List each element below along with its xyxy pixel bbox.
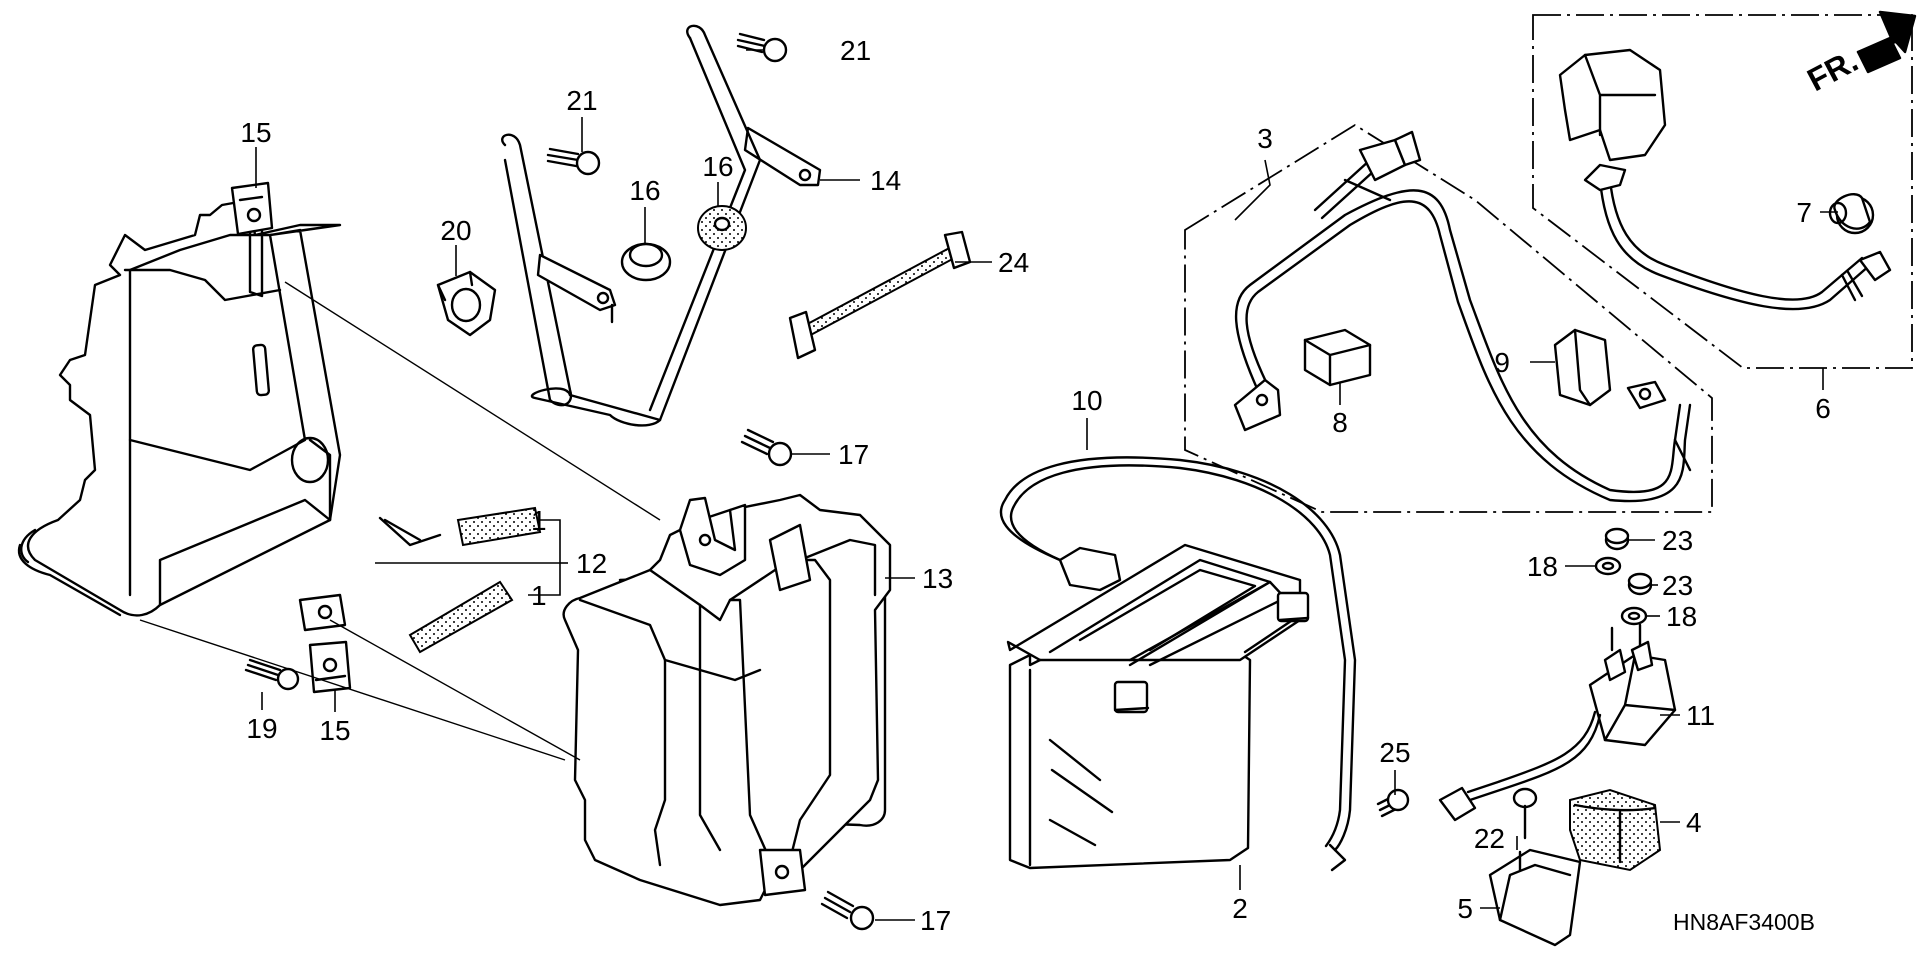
- assembly-line-b: [329, 619, 581, 761]
- callout-13: 13: [922, 563, 953, 594]
- nut-23-lower: [1627, 572, 1653, 596]
- battery-box: [17, 198, 442, 632]
- callout-16-right: 16: [702, 151, 733, 182]
- callout-23-lower: 23: [1662, 570, 1693, 601]
- nut-23-upper: [1604, 527, 1630, 551]
- callout-2: 2: [1232, 893, 1248, 924]
- battery-cover-13: [562, 493, 892, 907]
- bolt-19: [244, 658, 300, 691]
- callout-24: 24: [998, 247, 1029, 278]
- pad-part-1-upper: [456, 506, 542, 547]
- callout-21-upper: 21: [840, 35, 871, 66]
- relay-rubber-10: [1569, 788, 1662, 872]
- callout-11: 5: [1457, 893, 1473, 924]
- bolt-21-lower: [546, 147, 601, 176]
- callout-16-left: 16: [629, 175, 660, 206]
- harness-group-outline: [1184, 123, 1713, 513]
- starter-relay-9: [1438, 623, 1677, 822]
- battery-2: [1006, 543, 1310, 870]
- callout-22: 22: [1474, 823, 1505, 854]
- bolt-21-upper: [736, 32, 788, 63]
- callout-7: 9: [1494, 347, 1510, 378]
- band-clip-20: [436, 270, 497, 337]
- rubber-strap-24: [788, 230, 972, 360]
- callout-14: 14: [870, 165, 901, 196]
- callout-9: 11: [1686, 700, 1715, 731]
- callout-10: 4: [1686, 807, 1702, 838]
- wire-harness-3: [1233, 130, 1692, 503]
- cable-group-outline: [1532, 14, 1913, 369]
- screw-22: [1512, 787, 1538, 840]
- terminal-cap-5: [1828, 193, 1875, 235]
- washer-18-lower: [1620, 606, 1648, 626]
- callout-1-upper: 1: [531, 505, 547, 536]
- callout-12: 12: [576, 548, 607, 579]
- pad-part-1-lower: [408, 580, 514, 654]
- relay-bracket-11: [1488, 848, 1582, 947]
- callout-4: 6: [1815, 393, 1831, 424]
- callout-15-top: 15: [240, 117, 271, 148]
- callout-20: 20: [440, 215, 471, 246]
- battery-holder-bracket: [501, 24, 822, 427]
- callout-18-lower: 18: [1666, 601, 1697, 632]
- callout-21-lower: 21: [566, 85, 597, 116]
- bolt-17-lower: [820, 890, 875, 931]
- callout-6: 8: [1332, 407, 1348, 438]
- callout-8: 10: [1071, 385, 1102, 416]
- callout-17-upper: 17: [838, 439, 869, 470]
- starter-cable-4: [1558, 48, 1892, 311]
- callout-25: 25: [1379, 737, 1410, 768]
- callout-3: 3: [1257, 123, 1273, 154]
- callout-15-bottom: 15: [319, 715, 350, 746]
- callout-5: 7: [1796, 197, 1812, 228]
- leader-lines: [255, 49, 1838, 921]
- front-arrow-icon: [1856, 10, 1917, 74]
- callout-23-upper: 23: [1662, 525, 1693, 556]
- cable-8: [999, 456, 1357, 872]
- grommet-16-right: [697, 205, 747, 251]
- bolt-17-upper: [740, 428, 793, 467]
- drawing-code: HN8AF3400B: [1673, 909, 1815, 935]
- front-marker-label: FR.: [1801, 42, 1863, 98]
- bolt-25: [1376, 788, 1410, 818]
- assembly-line-c: [139, 619, 566, 761]
- callout-17-lower: 17: [920, 905, 951, 936]
- callout-18-upper: 18: [1527, 551, 1558, 582]
- clip-part-15-top: [230, 181, 274, 236]
- callout-1-lower: 1: [531, 580, 547, 611]
- clip-part-15-bottom: [308, 640, 352, 694]
- terminal-cap-7: [1553, 328, 1612, 407]
- grommet-16-left: [620, 242, 672, 282]
- callout-19: 19: [246, 713, 277, 744]
- washer-18-upper: [1594, 556, 1622, 576]
- assembly-line-a: [284, 281, 661, 521]
- terminal-cap-6: [1303, 328, 1372, 387]
